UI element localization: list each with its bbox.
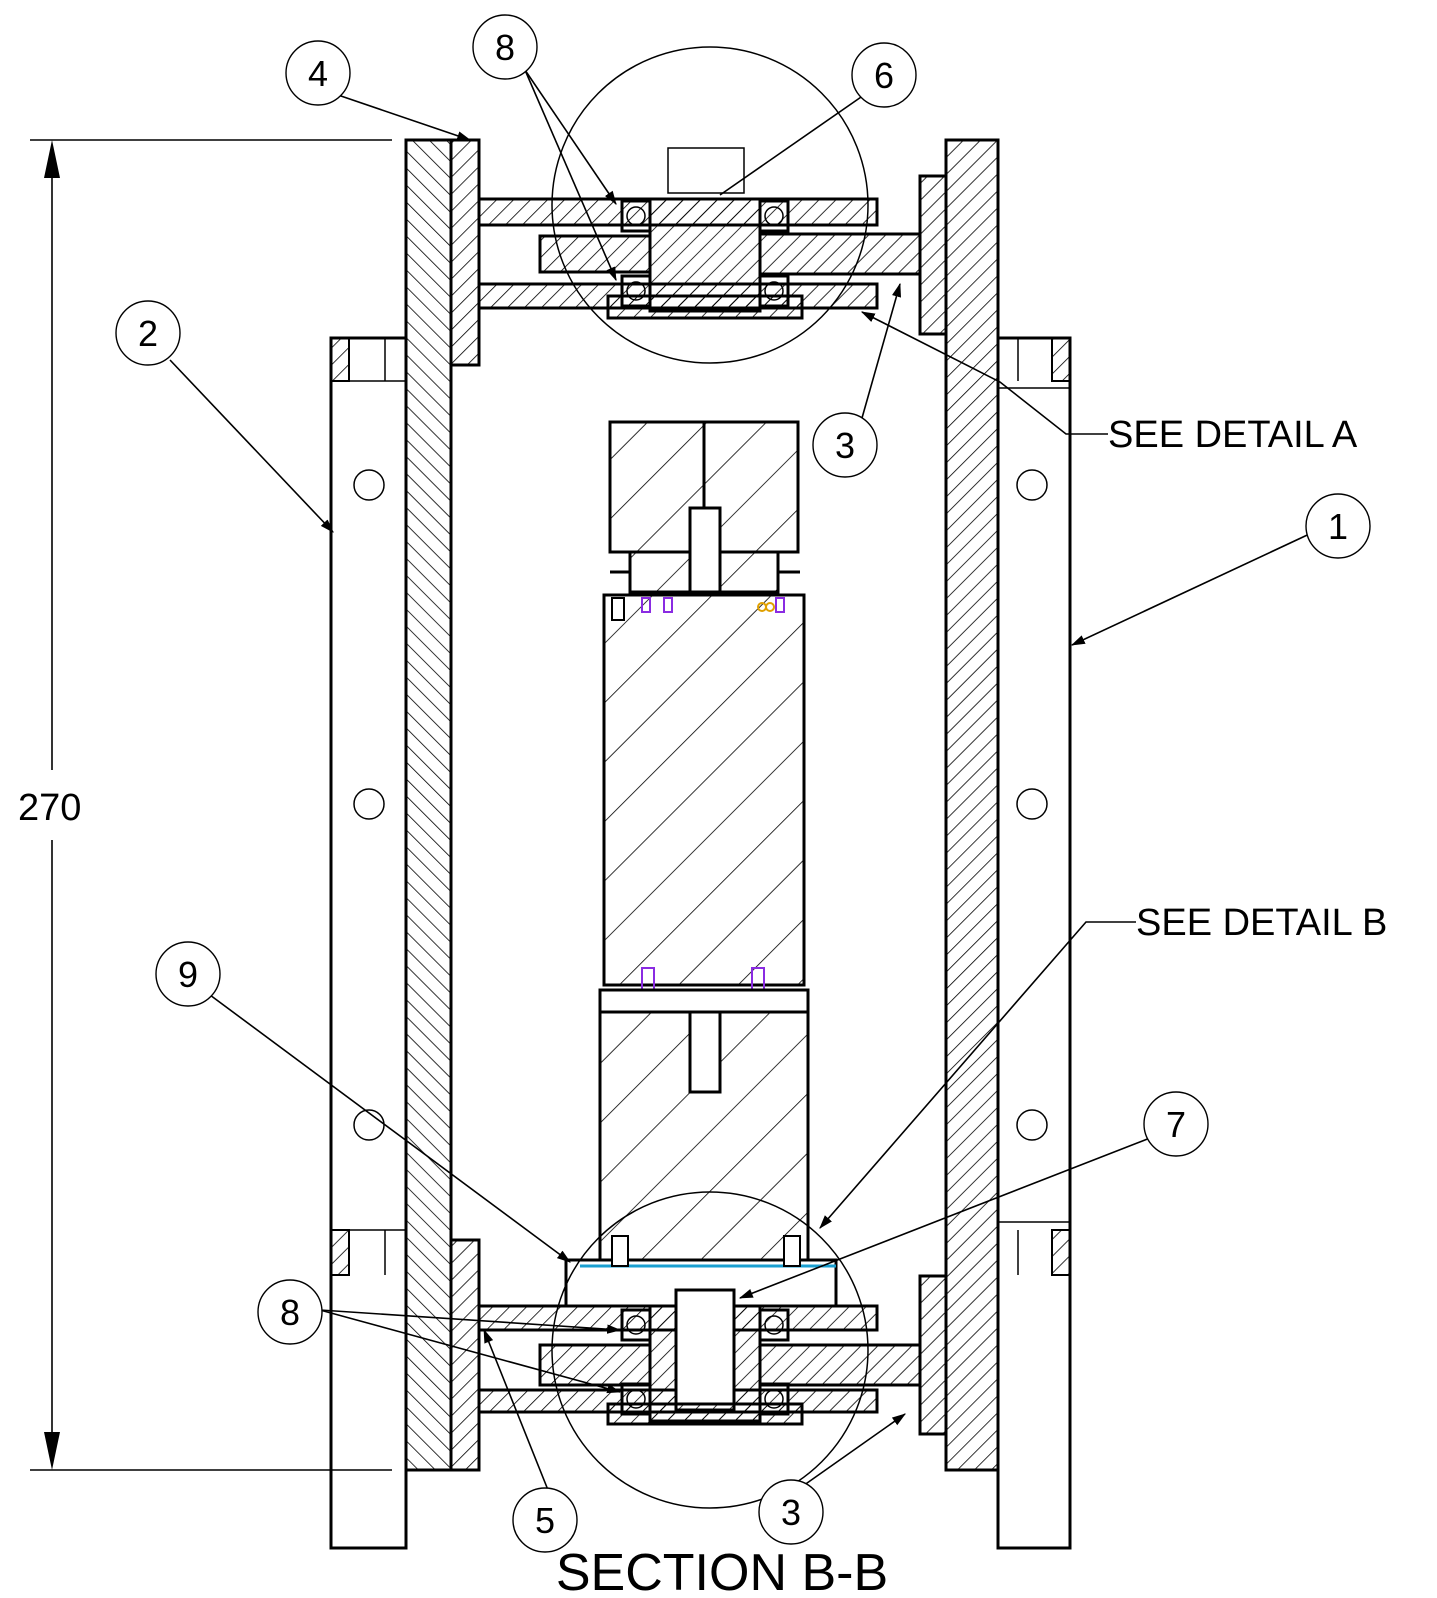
svg-text:9: 9 bbox=[178, 954, 198, 995]
right-side-rail bbox=[996, 336, 1072, 1550]
balloon-9: 9 bbox=[155, 941, 221, 1007]
balloon-6: 6 bbox=[851, 42, 917, 108]
svg-text:7: 7 bbox=[1166, 1104, 1186, 1145]
note-see-detail-a: SEE DETAIL A bbox=[1108, 414, 1358, 456]
dimension-270: 270 bbox=[18, 139, 392, 1471]
note-see-detail-b: SEE DETAIL B bbox=[1136, 902, 1387, 944]
svg-text:5: 5 bbox=[535, 1500, 555, 1541]
center-fixture bbox=[598, 420, 810, 1272]
svg-text:1: 1 bbox=[1328, 506, 1348, 547]
dimension-label: 270 bbox=[18, 787, 81, 829]
bottom-gear-assembly bbox=[477, 1191, 922, 1509]
svg-text:6: 6 bbox=[874, 55, 894, 96]
balloon-5: 5 bbox=[512, 1487, 578, 1553]
balloon-4: 4 bbox=[285, 40, 351, 106]
section-title: SECTION B-B bbox=[556, 1544, 888, 1598]
svg-text:4: 4 bbox=[308, 53, 328, 94]
right-main-wall bbox=[918, 138, 1000, 1472]
svg-text:8: 8 bbox=[495, 27, 515, 68]
balloon-3-top: 3 bbox=[812, 412, 878, 478]
svg-text:8: 8 bbox=[280, 1292, 300, 1333]
balloon-7: 7 bbox=[1143, 1091, 1209, 1157]
top-bearings bbox=[620, 199, 790, 308]
balloon-8-top: 8 bbox=[472, 14, 538, 80]
balloon-3-bottom: 3 bbox=[758, 1479, 824, 1545]
top-gear-assembly bbox=[477, 46, 922, 364]
balloon-8-bottom: 8 bbox=[257, 1279, 323, 1345]
balloon-2: 2 bbox=[115, 300, 181, 366]
left-side-rail bbox=[329, 336, 408, 1550]
svg-text:3: 3 bbox=[835, 425, 855, 466]
bottom-bearings bbox=[620, 1308, 790, 1416]
leader-lines bbox=[169, 69, 1319, 1491]
svg-text:3: 3 bbox=[781, 1492, 801, 1533]
svg-text:2: 2 bbox=[138, 313, 158, 354]
balloon-1: 1 bbox=[1305, 493, 1371, 559]
left-main-wall bbox=[404, 138, 481, 1472]
